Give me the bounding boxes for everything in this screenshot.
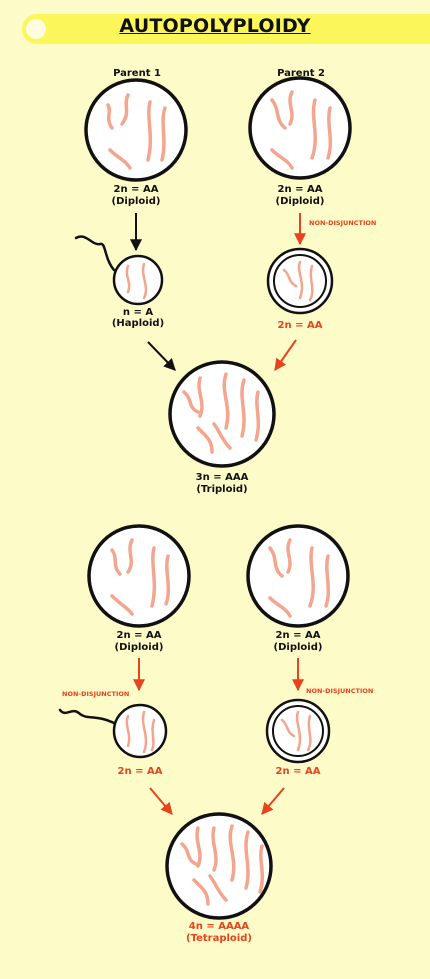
- parent2-cell: [248, 76, 352, 180]
- bottom-parent2-type: (Diploid): [274, 642, 323, 653]
- bottom-gamete2-formula: 2n = AA: [276, 766, 321, 777]
- arrow-bottom-gamete2-offspring: [261, 787, 285, 815]
- triploid-formula: 3n = AAA: [196, 472, 249, 483]
- gamete1-type: (Haploid): [112, 318, 164, 329]
- page-title: AUTOPOLYPLOIDY: [119, 15, 311, 37]
- title-bar: [22, 14, 430, 44]
- gamete1-formula: n = A: [123, 307, 153, 318]
- tetraploid-type: (Tetraploid): [186, 933, 252, 944]
- bottom-gamete1-cell: [58, 703, 168, 759]
- bottom-parent1-cell: [87, 524, 191, 628]
- tetraploid-offspring-cell: [165, 812, 273, 920]
- bottom-parent2-cell: [246, 524, 350, 628]
- parent2-type: (Diploid): [276, 196, 325, 207]
- arrow-gamete1-offspring: [147, 341, 176, 371]
- tetraploid-formula: 4n = AAAA: [189, 921, 250, 932]
- bottom-parent1-formula: 2n = AA: [117, 630, 162, 641]
- arrow-bottom-gamete1-offspring: [149, 787, 173, 815]
- nondisjunction-left-label: NON-DISJUNCTION: [62, 690, 129, 698]
- parent2-formula: 2n = AA: [278, 184, 323, 195]
- bottom-gamete2-cell: [265, 698, 331, 764]
- triploid-offspring-cell: [168, 360, 276, 468]
- bottom-parent1-type: (Diploid): [115, 642, 164, 653]
- parent2-label: Parent 2: [277, 68, 325, 79]
- bottom-gamete1-formula: 2n = AA: [118, 766, 163, 777]
- title-dot-icon: [26, 19, 46, 39]
- parent1-type: (Diploid): [112, 196, 161, 207]
- parent1-cell: [84, 78, 188, 182]
- gamete2-formula: 2n = AA: [278, 320, 323, 331]
- bottom-parent2-formula: 2n = AA: [276, 630, 321, 641]
- gamete1-cell: [74, 235, 164, 306]
- gamete2-cell: [266, 247, 334, 315]
- triploid-type: (Triploid): [196, 484, 247, 495]
- nondisjunction-label: NON-DISJUNCTION: [309, 219, 376, 227]
- nondisjunction-right-label: NON-DISJUNCTION: [306, 687, 373, 695]
- parent1-label: Parent 1: [113, 68, 161, 79]
- parent1-formula: 2n = AA: [114, 184, 159, 195]
- arrow-gamete2-offspring: [274, 339, 297, 371]
